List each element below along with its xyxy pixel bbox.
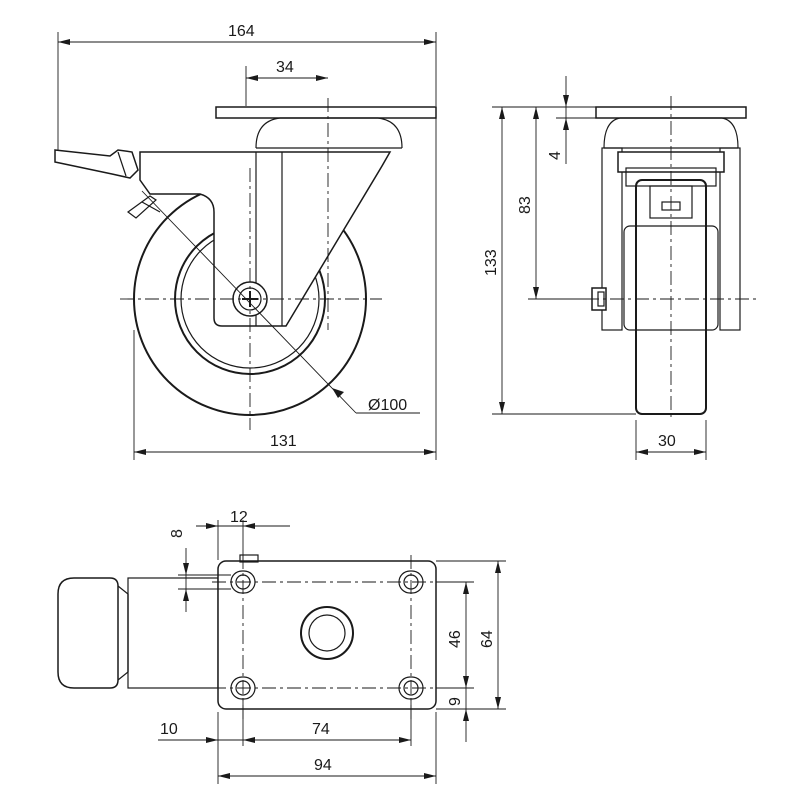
plate-offset-label: 34 [276,59,294,76]
hole-offset-x-label: 12 [230,509,248,526]
mounting-plate [217,560,437,710]
wheel-diameter-label: Ø100 [368,397,407,414]
hole-offset-y-label: 9 [447,697,464,706]
hole-spacing-x-label: 74 [312,721,330,738]
plate-thickness-label: 4 [547,151,564,160]
top-plate [215,106,437,119]
plate-length-label: 94 [314,757,332,774]
top-fork-body [127,577,219,689]
fork-leg-left [601,147,623,331]
top-view: 12 8 46 64 9 10 74 [57,509,506,784]
brake-pedal [54,149,139,179]
fork-leg-right [719,147,741,331]
overall-width-label: 164 [228,23,255,40]
hole-spacing-y-label: 46 [447,630,464,648]
swivel-radius-label: 131 [270,433,297,450]
axle-height-label: 83 [517,196,534,214]
top-brake-pedal [57,577,119,689]
swivel-head [255,117,403,149]
hole-slot-label: 8 [169,529,186,538]
end-view: 133 83 4 30 [483,76,760,460]
center-boss [300,606,354,660]
fork-body [139,151,392,327]
side-view: Ø100 164 34 131 [54,23,437,460]
hole-edge-offset-label: 10 [160,721,178,738]
total-height-label: 133 [483,249,500,276]
brake-lever [126,195,157,219]
plate-width-label: 64 [479,630,496,648]
wheel-width-label: 30 [658,433,676,450]
